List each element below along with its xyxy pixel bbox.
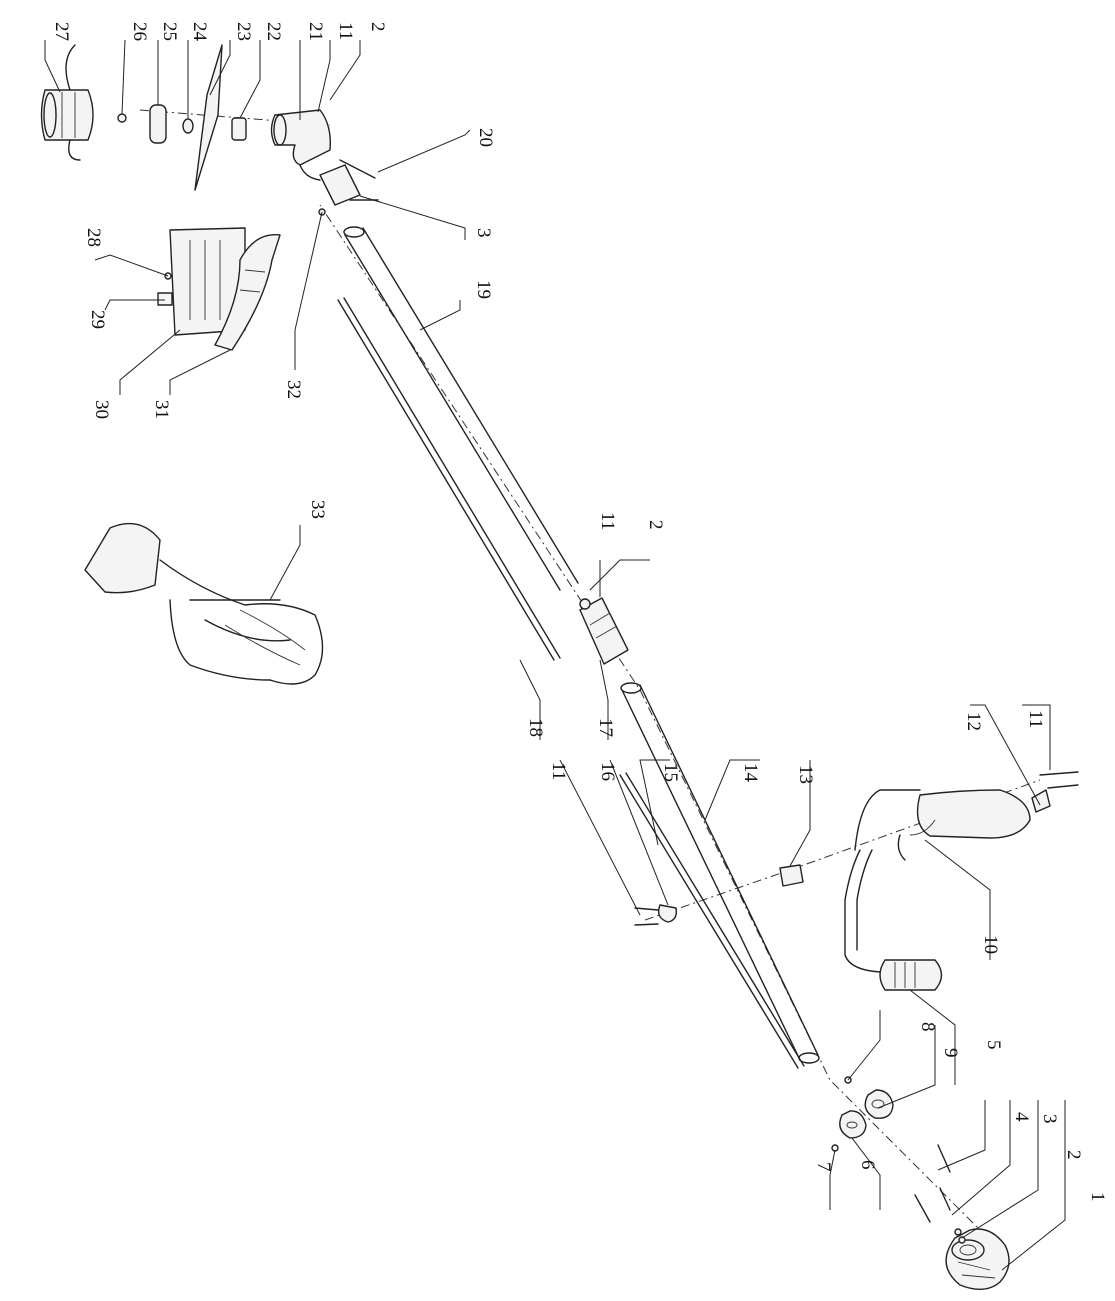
callout-33: 33 [307,500,328,519]
callout-11-b: 11 [548,762,569,780]
part-22-26-head-stack [117,104,247,144]
part-17-coupler [579,597,629,665]
part-20-bracket [318,159,379,216]
callout-22: 22 [263,22,284,41]
callout-15: 15 [660,763,681,782]
callout-25: 25 [159,22,180,41]
part-21-gear-head [270,109,331,181]
callout-30: 30 [91,400,112,419]
callout-4: 4 [1011,1112,1032,1122]
part-13-clamp [779,864,804,887]
callout-3-b: 3 [473,228,494,238]
callout-17: 17 [595,718,616,737]
assembly-axis [319,204,1001,1251]
callout-24: 24 [189,22,210,42]
callout-labels: 1 2 3 4 5 6 7 8 9 10 11 12 13 14 15 16 1… [51,22,1108,1202]
callout-5: 5 [983,1040,1004,1050]
callout-13: 13 [795,765,816,784]
callout-14: 14 [740,763,761,783]
part-2-4-screws [914,1144,966,1244]
callout-11-c: 11 [597,512,618,530]
part-10-handlebar [844,789,1031,973]
callout-26: 26 [129,22,150,41]
callout-29: 29 [87,310,108,329]
part-11-12-screws [1031,771,1079,813]
part-27-trimmer-head [40,44,94,161]
callout-18: 18 [525,718,546,737]
callout-9: 9 [940,1048,961,1058]
callout-32: 32 [283,380,304,399]
callout-2-c: 2 [367,22,388,32]
callout-10: 10 [980,935,1001,954]
callout-12: 12 [963,712,984,731]
callout-2: 2 [1063,1150,1084,1160]
callout-27: 27 [51,22,72,41]
callout-7: 7 [813,1162,834,1172]
part-5-6-clamps [831,1076,894,1152]
part-18-upper-shaft [337,297,561,661]
callout-3: 3 [1039,1114,1060,1124]
callout-8: 8 [917,1022,938,1032]
callout-11-d: 11 [335,22,356,40]
callout-16: 16 [597,762,618,781]
callout-11: 11 [1025,710,1046,728]
callout-1: 1 [1087,1192,1108,1202]
part-30-31-guard [157,227,281,351]
part-15-lower-shaft [619,772,805,1069]
part-19-upper-tube [343,226,579,591]
part-9-grip [879,959,943,991]
callout-28: 28 [83,228,104,247]
part-1-engine-cap [945,1228,1010,1290]
part-16-clamp [634,904,678,926]
callout-20: 20 [475,128,496,147]
callout-6: 6 [857,1160,878,1170]
leader-lines [44,39,1066,1271]
callout-31: 31 [151,400,172,419]
callout-23: 23 [233,22,254,41]
callout-2-b: 2 [645,520,666,530]
part-33-harness [84,522,324,685]
callout-21: 21 [305,22,326,41]
part-23-blade [194,44,223,191]
callout-19: 19 [473,280,494,299]
